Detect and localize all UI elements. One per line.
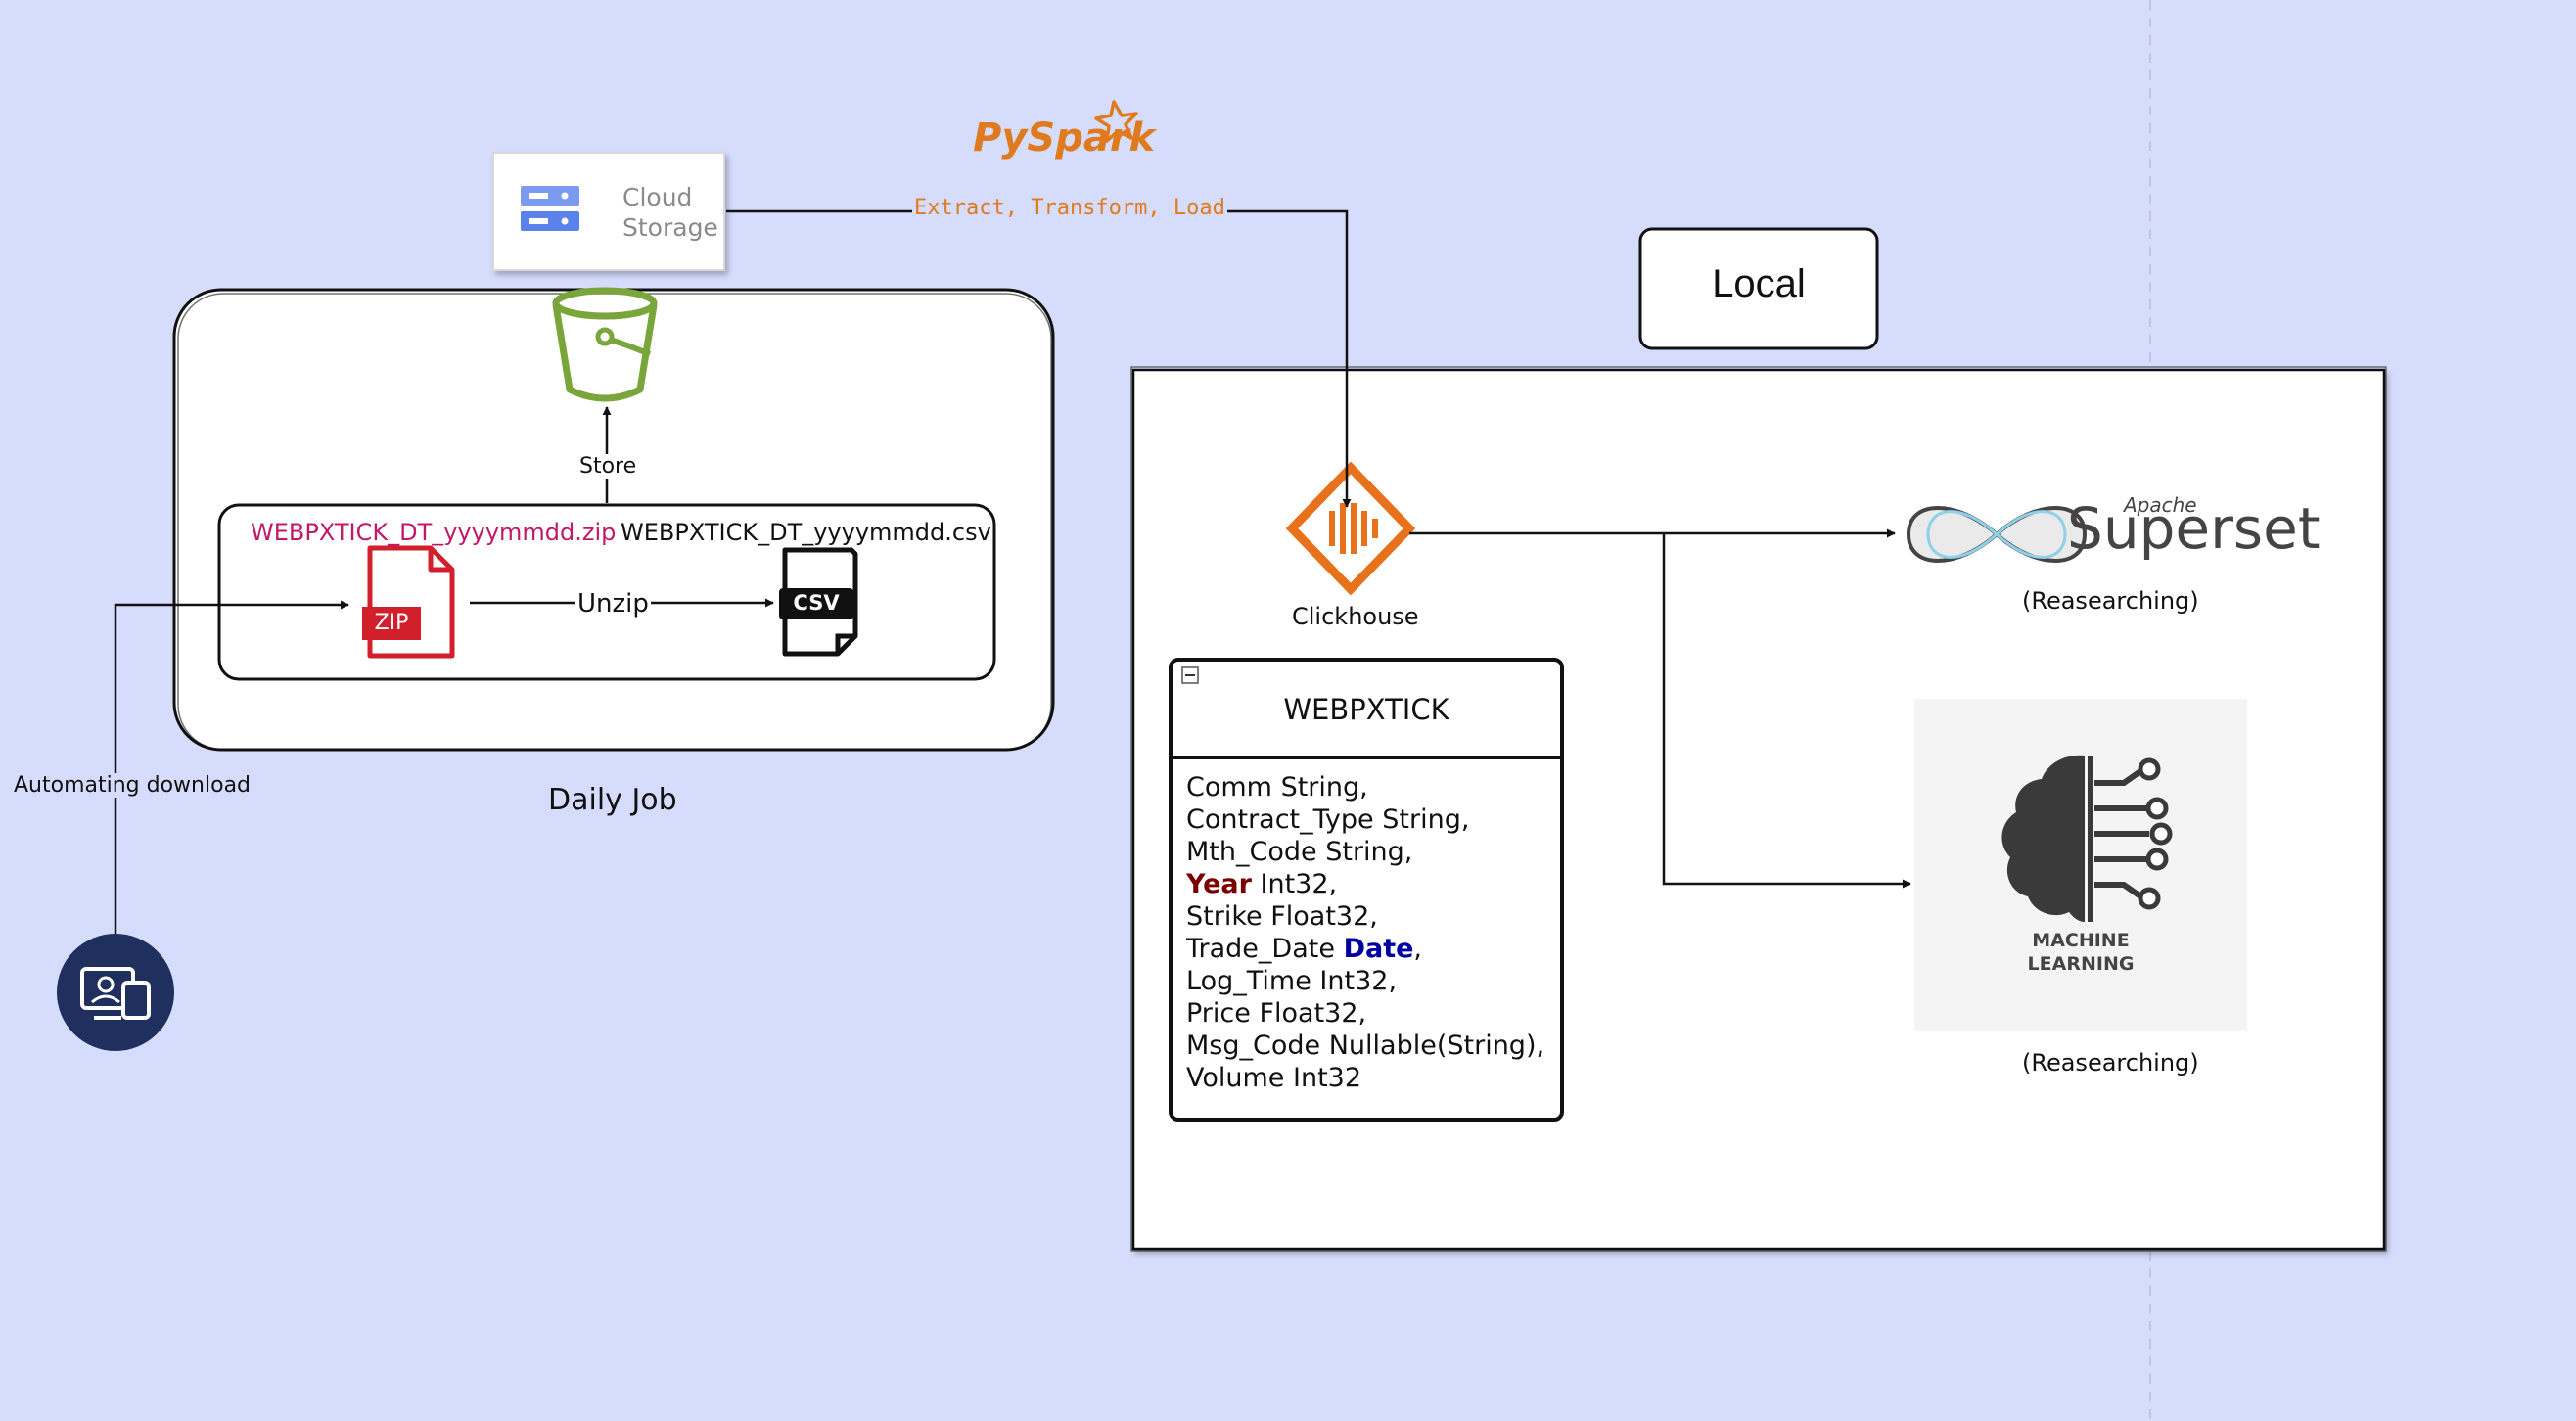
table-field-row: Msg_Code Nullable(String), bbox=[1186, 1030, 1544, 1062]
table-field-row: Contract_Type String, bbox=[1186, 803, 1544, 836]
ml-line2: LEARNING bbox=[2027, 953, 2135, 975]
ml-line1: MACHINE bbox=[2032, 930, 2130, 951]
ml-status: (Reasearching) bbox=[2022, 1049, 2199, 1077]
field-suffix: , bbox=[1328, 869, 1338, 899]
clickhouse-label: Clickhouse bbox=[1292, 603, 1419, 630]
store-label: Store bbox=[577, 454, 639, 479]
pyspark-star-icon bbox=[1094, 100, 1138, 143]
download-connector bbox=[114, 600, 349, 934]
superset-logo-text: Superset bbox=[2067, 495, 2321, 562]
cloud-storage-label: Cloud Storage bbox=[622, 182, 718, 243]
table-field-row: Volume Int32 bbox=[1186, 1062, 1544, 1094]
field-name: Year bbox=[1186, 869, 1252, 899]
table-field-row: Log_Time Int32, bbox=[1186, 965, 1544, 997]
daily-job-label: Daily Job bbox=[548, 783, 677, 817]
csv-filename: WEBPXTICK_DT_yyyymmdd.csv bbox=[621, 519, 991, 546]
superset-status: (Reasearching) bbox=[2022, 587, 2199, 615]
local-label: Local bbox=[1712, 262, 1806, 305]
field-suffix: , bbox=[1413, 934, 1423, 964]
field-suffix: , bbox=[1460, 804, 1470, 835]
field-name: Volume bbox=[1186, 1063, 1285, 1093]
field-name: Comm bbox=[1186, 772, 1272, 802]
field-name: Price bbox=[1186, 998, 1251, 1029]
local-label-box bbox=[1638, 227, 1879, 350]
zip-file-icon bbox=[362, 545, 455, 659]
bucket-icon bbox=[552, 287, 658, 402]
cloud-label-line2: Storage bbox=[622, 213, 718, 242]
table-field-list: Comm String,Contract_Type String,Mth_Cod… bbox=[1186, 771, 1544, 1094]
table-field-row: Trade_Date Date, bbox=[1186, 933, 1544, 965]
field-suffix: , bbox=[1388, 966, 1398, 996]
field-type: Float32 bbox=[1259, 998, 1358, 1029]
field-name: Trade_Date bbox=[1186, 934, 1335, 964]
superset-logo-icon bbox=[1906, 506, 2088, 563]
zip-filename: WEBPXTICK_DT_yyyymmdd.zip bbox=[251, 519, 617, 546]
cloud-label-line1: Cloud bbox=[622, 183, 693, 211]
remote-desktop-icon[interactable] bbox=[57, 934, 174, 1051]
csv-icon-text: CSV bbox=[793, 591, 840, 615]
field-type: Int32 bbox=[1319, 966, 1389, 996]
field-suffix: , bbox=[1403, 837, 1413, 867]
field-type: Int32 bbox=[1260, 869, 1329, 899]
table-box bbox=[1169, 658, 1564, 1122]
field-type: String bbox=[1325, 837, 1404, 867]
table-field-row: Comm String, bbox=[1186, 771, 1544, 803]
field-type: String bbox=[1382, 804, 1461, 835]
field-suffix: , bbox=[1369, 901, 1378, 932]
storage-server-icon bbox=[521, 186, 579, 231]
field-name: Log_Time bbox=[1186, 966, 1311, 996]
field-suffix: , bbox=[1536, 1031, 1545, 1061]
field-name: Strike bbox=[1186, 901, 1263, 932]
field-type: Date bbox=[1343, 934, 1414, 964]
field-suffix: , bbox=[1359, 772, 1368, 802]
field-type: Float32 bbox=[1270, 901, 1370, 932]
field-type: Int32 bbox=[1293, 1063, 1362, 1093]
clickhouse-icon bbox=[1285, 461, 1416, 596]
etl-label: Extract, Transform, Load bbox=[912, 196, 1227, 220]
superset-apache-text: Apache bbox=[2124, 493, 2197, 517]
csv-file-icon bbox=[779, 547, 858, 657]
field-name: Mth_Code bbox=[1186, 837, 1317, 867]
field-suffix: , bbox=[1357, 998, 1367, 1029]
field-name: Contract_Type bbox=[1186, 804, 1374, 835]
table-name: WEBPXTICK bbox=[1283, 693, 1449, 726]
field-type: Nullable(String) bbox=[1328, 1031, 1537, 1061]
zip-icon-text: ZIP bbox=[374, 611, 409, 635]
table-field-row: Mth_Code String, bbox=[1186, 836, 1544, 868]
pyspark-logo: PySpark bbox=[973, 115, 1155, 160]
unzip-label: Unzip bbox=[575, 589, 651, 619]
ml-connector bbox=[1662, 533, 1911, 889]
table-field-row: Price Float32, bbox=[1186, 997, 1544, 1030]
brain-circuit-icon bbox=[2001, 755, 2173, 922]
automating-download-label: Automating download bbox=[14, 773, 252, 798]
field-type: String bbox=[1280, 772, 1360, 802]
field-name: Msg_Code bbox=[1186, 1031, 1321, 1061]
table-field-row: Year Int32, bbox=[1186, 868, 1544, 900]
pyspark-logo-text: PySpark bbox=[973, 115, 1156, 160]
table-field-row: Strike Float32, bbox=[1186, 900, 1544, 933]
